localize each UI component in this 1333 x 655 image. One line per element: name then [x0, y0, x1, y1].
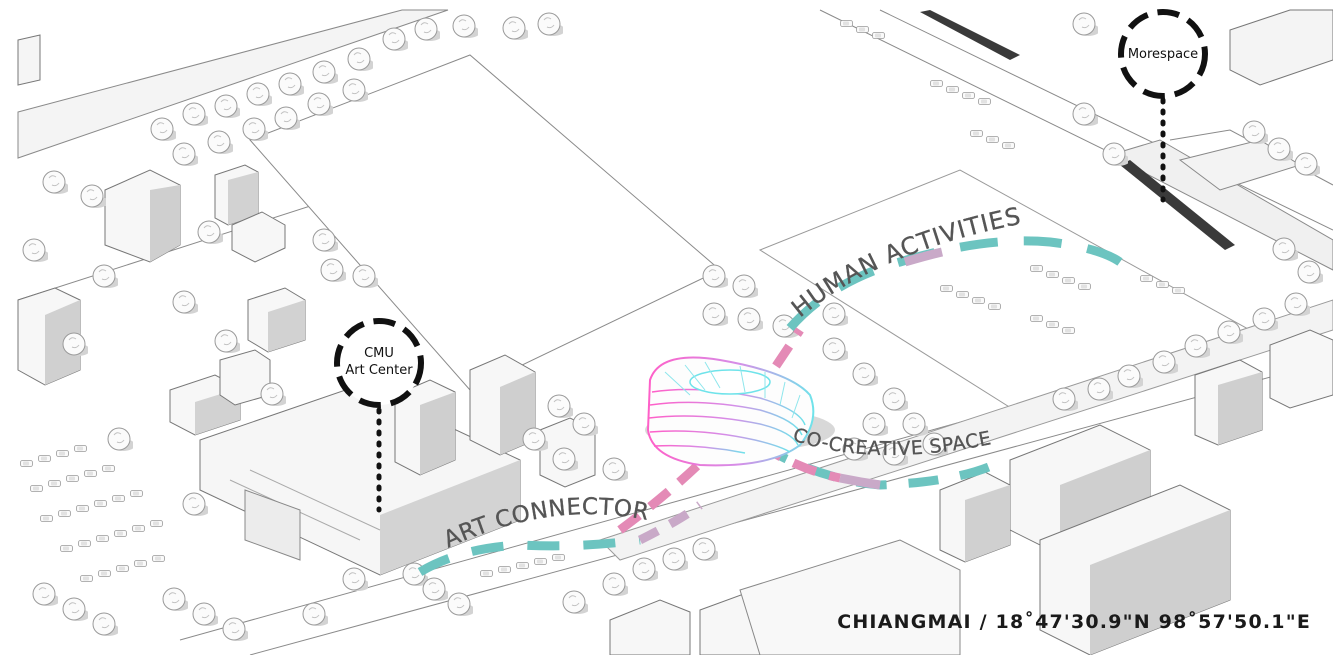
- morespace-label: Morespace: [1127, 47, 1199, 62]
- pavilion: [645, 356, 835, 467]
- location-coordinates: CHIANGMAI / 18˚47'30.9"N 98˚57'50.1"E: [837, 611, 1311, 633]
- cmu-art-center-label: CMU Art Center: [339, 345, 419, 379]
- parking-cars: [20, 10, 1235, 582]
- cmu-art-center-marker: [334, 318, 424, 513]
- cmu-label-line1: CMU: [364, 346, 394, 361]
- morespace-marker: [1118, 9, 1208, 203]
- buildings: [17, 9, 1333, 655]
- cmu-label-line2: Art Center: [345, 363, 413, 378]
